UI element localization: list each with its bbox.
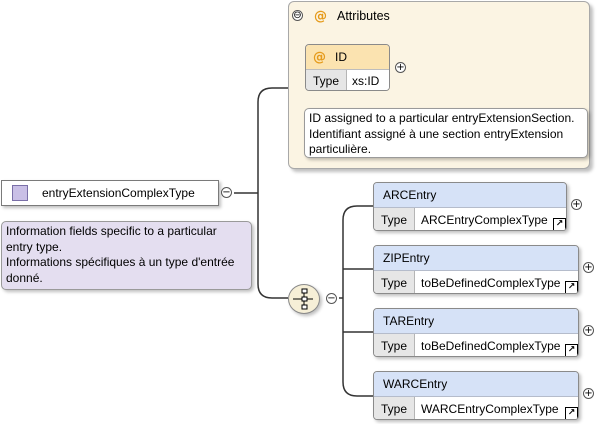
attribute-type-label: Type	[306, 70, 347, 90]
complex-type-annotation: Information fields specific to a particu…	[1, 221, 252, 290]
element-name: WARCEntry	[383, 377, 448, 391]
element-type-value: toBeDefinedComplexType	[421, 275, 561, 290]
element-name: ARCEntry	[383, 188, 437, 202]
element-zipentry[interactable]: ZIPEntry Type toBeDefinedComplexType ↗	[373, 245, 579, 294]
element-type-value: toBeDefinedComplexType	[421, 338, 561, 353]
attribute-expand-button[interactable]: +	[395, 62, 406, 73]
line-branch-to-attributes	[257, 87, 288, 193]
attribute-name: ID	[335, 50, 347, 64]
line-branch-to-sequence	[257, 193, 288, 299]
at-sign-icon: @	[314, 9, 327, 24]
complex-type-icon	[12, 185, 28, 201]
complex-type-annotation-line: Information fields specific to a particu…	[6, 224, 217, 238]
attribute-annotation-line: Identifiant assigné à une section entryE…	[309, 126, 564, 141]
element-warcentry[interactable]: WARCEntry Type WARCEntryComplexType ↗	[373, 371, 579, 420]
complex-type-annotation-line: entry type.	[6, 239, 63, 254]
attribute-type-value: xs:ID	[347, 70, 389, 90]
attributes-label: Attributes	[337, 9, 390, 23]
arrow-link-icon[interactable]: ↗	[565, 407, 578, 419]
complex-type-annotation-line: Informations spécifiques à un type d'ent…	[6, 255, 235, 269]
element-name: ZIPEntry	[383, 251, 430, 265]
complex-type-collapse-button[interactable]: −	[221, 187, 232, 198]
warcentry-expand-button[interactable]: +	[583, 388, 594, 399]
line-trunk-to-arcentry	[342, 205, 373, 298]
at-sign-icon: @	[313, 49, 326, 65]
zipentry-expand-button[interactable]: +	[583, 262, 594, 273]
attribute-annotation-line: particulière.	[309, 142, 372, 156]
attributes-collapse-button[interactable]: ⊖	[292, 10, 303, 21]
element-type-value: WARCEntryComplexType	[421, 401, 559, 416]
element-type-label: Type	[374, 208, 415, 230]
arcentry-expand-button[interactable]: +	[571, 199, 582, 210]
complex-type-box[interactable]: entryExtensionComplexType	[1, 180, 219, 206]
element-type-label: Type	[374, 334, 415, 356]
arrow-link-icon[interactable]: ↗	[553, 218, 566, 230]
element-type-label: Type	[374, 271, 415, 293]
element-type-value: ARCEntryComplexType	[421, 212, 548, 227]
element-name: TAREntry	[383, 314, 435, 328]
sequence-collapse-button[interactable]: −	[326, 293, 337, 304]
line-trunk-to-warcentry	[342, 298, 373, 397]
sequence-compositor[interactable]	[288, 284, 320, 314]
element-tarentry[interactable]: TAREntry Type toBeDefinedComplexType ↗	[373, 308, 579, 357]
tarentry-expand-button[interactable]: +	[583, 325, 594, 336]
element-arcentry[interactable]: ARCEntry Type ARCEntryComplexType ↗	[373, 182, 567, 231]
arrow-link-icon[interactable]: ↗	[565, 344, 578, 356]
attribute-annotation: ID assigned to a particular entryExtensi…	[304, 108, 588, 158]
element-type-label: Type	[374, 397, 415, 419]
attribute-id-box[interactable]: @ ID Type xs:ID	[305, 44, 390, 91]
complex-type-annotation-line: donné.	[6, 270, 43, 285]
sequence-compositor-icon	[293, 288, 313, 310]
attribute-annotation-line: ID assigned to a particular entryExtensi…	[309, 111, 575, 125]
arrow-link-icon[interactable]: ↗	[565, 281, 578, 293]
complex-type-name: entryExtensionComplexType	[42, 186, 195, 200]
